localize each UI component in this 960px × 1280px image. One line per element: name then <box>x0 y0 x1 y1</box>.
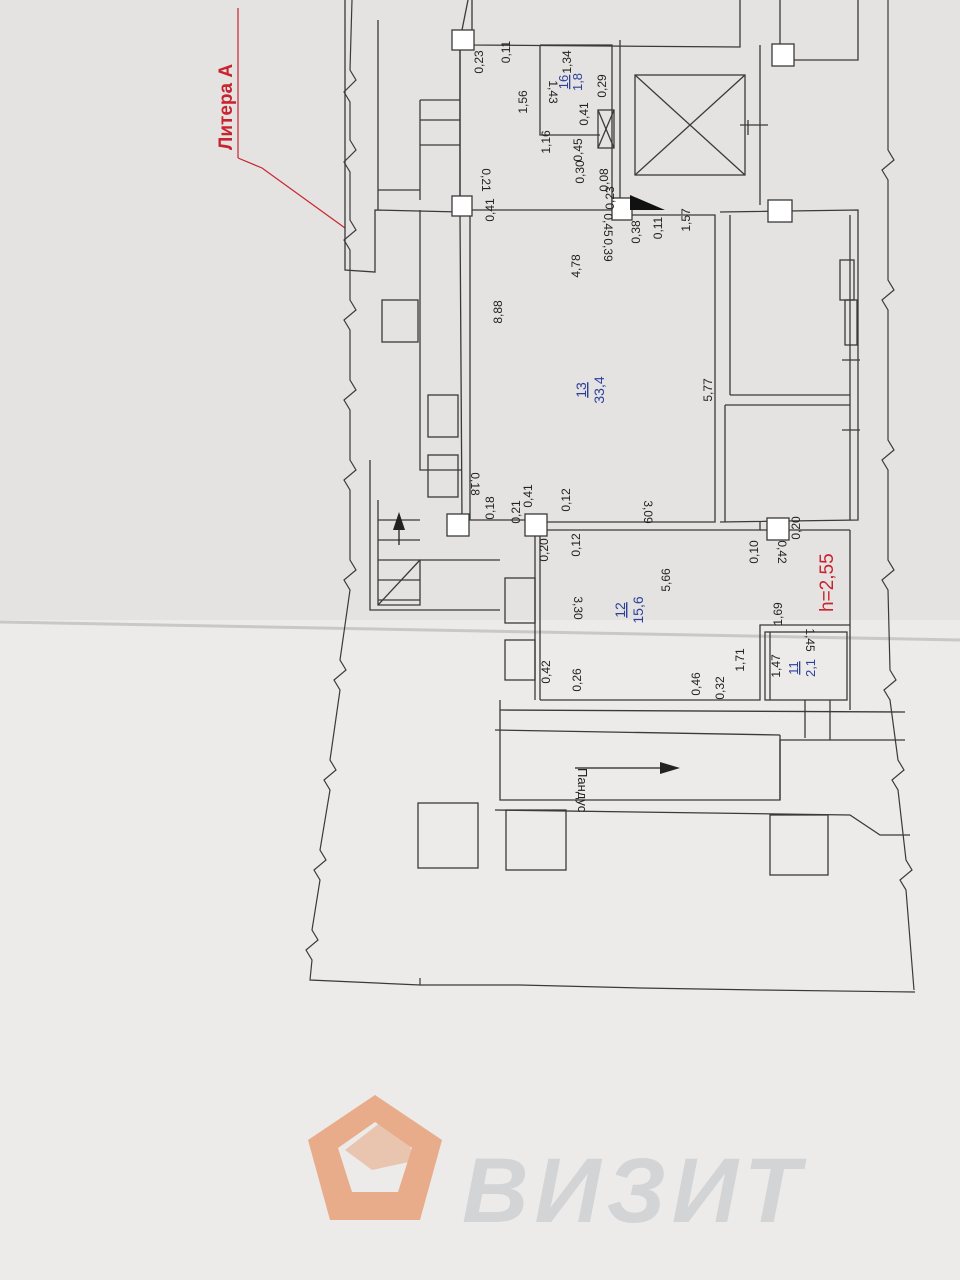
dimension-label: 0,11 <box>499 40 513 63</box>
column <box>446 513 470 537</box>
column <box>766 517 790 541</box>
dimension-label: 0,41 <box>483 198 497 222</box>
dimension-label: 0,12 <box>569 533 583 557</box>
column <box>524 513 548 537</box>
dimension-label: 1,43 <box>546 80 560 104</box>
dimension-label: 3,09 <box>641 500 655 524</box>
dimension-label: 0,12 <box>559 488 573 512</box>
dimension-label: 0,18 <box>483 496 497 520</box>
dimension-label: 0,29 <box>595 74 609 98</box>
corner-arrow-icon <box>630 195 665 210</box>
dimension-label: 0,46 <box>689 672 703 696</box>
dimension-label: 0,42 <box>539 660 553 684</box>
paper-fold-line <box>0 620 960 642</box>
dimension-label: 0,42 <box>775 540 789 564</box>
dimension-label: 0,32 <box>713 676 727 700</box>
column <box>771 43 795 67</box>
watermark-brand: ВИЗИТ <box>462 1140 807 1242</box>
dimension-label: 0,11 <box>651 216 665 239</box>
litera-pointer: Литера А <box>216 8 346 229</box>
ramp-arrow-icon <box>660 762 680 774</box>
dimension-label: 8,88 <box>491 300 505 324</box>
dimension-label: 0,23 <box>472 50 486 74</box>
dimension-label: 0,20 <box>537 538 551 562</box>
dimension-label: 0,10 <box>747 540 761 564</box>
column <box>451 29 475 51</box>
dimension-label: 0,20 <box>789 516 803 540</box>
building-outline <box>305 0 916 993</box>
dimension-label: 1,57 <box>679 208 693 232</box>
dimension-labels: 0,23 0,11 1,56 1,431,34 0,29 0,41 0,45 1,16 0,30… <box>468 40 817 699</box>
column <box>451 195 473 217</box>
dimension-label: 5,77 <box>701 378 715 402</box>
room-number: 16 <box>556 75 571 89</box>
dimension-label: 0,39 <box>601 238 615 262</box>
dimension-label: 4,78 <box>569 254 583 278</box>
watermark-logo: ВИЗИТ <box>308 1095 807 1242</box>
dimension-label: 3,30 <box>571 596 585 620</box>
ceiling-height: h=2,55 <box>817 553 838 612</box>
dimension-label: 0,41 <box>521 484 535 508</box>
room-area: 2,1 <box>803 659 818 677</box>
dimension-label: 5,66 <box>659 568 673 592</box>
room-12-label: 12 15,6 <box>612 596 646 623</box>
dimension-label: 1,45 <box>803 628 817 652</box>
room-number: 11 <box>786 661 801 675</box>
room-area: 33,4 <box>591 376 607 403</box>
paper-shadow-top <box>0 0 960 620</box>
room-13-label: 13 33,4 <box>573 376 607 403</box>
column <box>767 199 793 223</box>
dimension-label: 0,38 <box>629 220 643 244</box>
dimension-label: 0,41 <box>577 102 591 126</box>
ramp-label: Пандус <box>575 768 590 813</box>
site-squares <box>417 802 829 876</box>
dimension-label: 1,69 <box>771 602 785 626</box>
room-number: 13 <box>573 382 589 398</box>
dimension-label: 0,08 <box>597 168 611 192</box>
columns <box>446 29 795 541</box>
dimension-label: 0,21 <box>479 168 493 192</box>
dimension-label: 1,16 <box>539 130 553 154</box>
dimension-label: 1,34 <box>560 50 574 74</box>
stair-arrow-icon <box>393 512 405 530</box>
room-number: 12 <box>612 602 628 618</box>
dimension-label: 1,71 <box>733 648 747 672</box>
arrows <box>393 195 680 774</box>
dimension-label: 1,56 <box>516 90 530 114</box>
room-16-label: 16 1,8 <box>556 73 585 91</box>
dimension-label: 0,23 <box>603 186 617 210</box>
dimension-label: 0,26 <box>570 668 584 692</box>
dimension-label: 0,45 <box>571 138 585 162</box>
walls <box>344 0 910 836</box>
room-11-label: 11 2,1 <box>786 659 818 677</box>
litera-label: Литера А <box>216 64 237 150</box>
dimension-label: 0,30 <box>573 160 587 184</box>
room-area: 1,8 <box>570 73 585 91</box>
room-area: 15,6 <box>630 596 646 623</box>
dimension-label: 1,47 <box>769 654 783 678</box>
dimension-label: 0,18 <box>468 472 482 496</box>
dimension-label: 0,21 <box>509 500 523 524</box>
dimension-label: 0,45 <box>601 213 615 237</box>
